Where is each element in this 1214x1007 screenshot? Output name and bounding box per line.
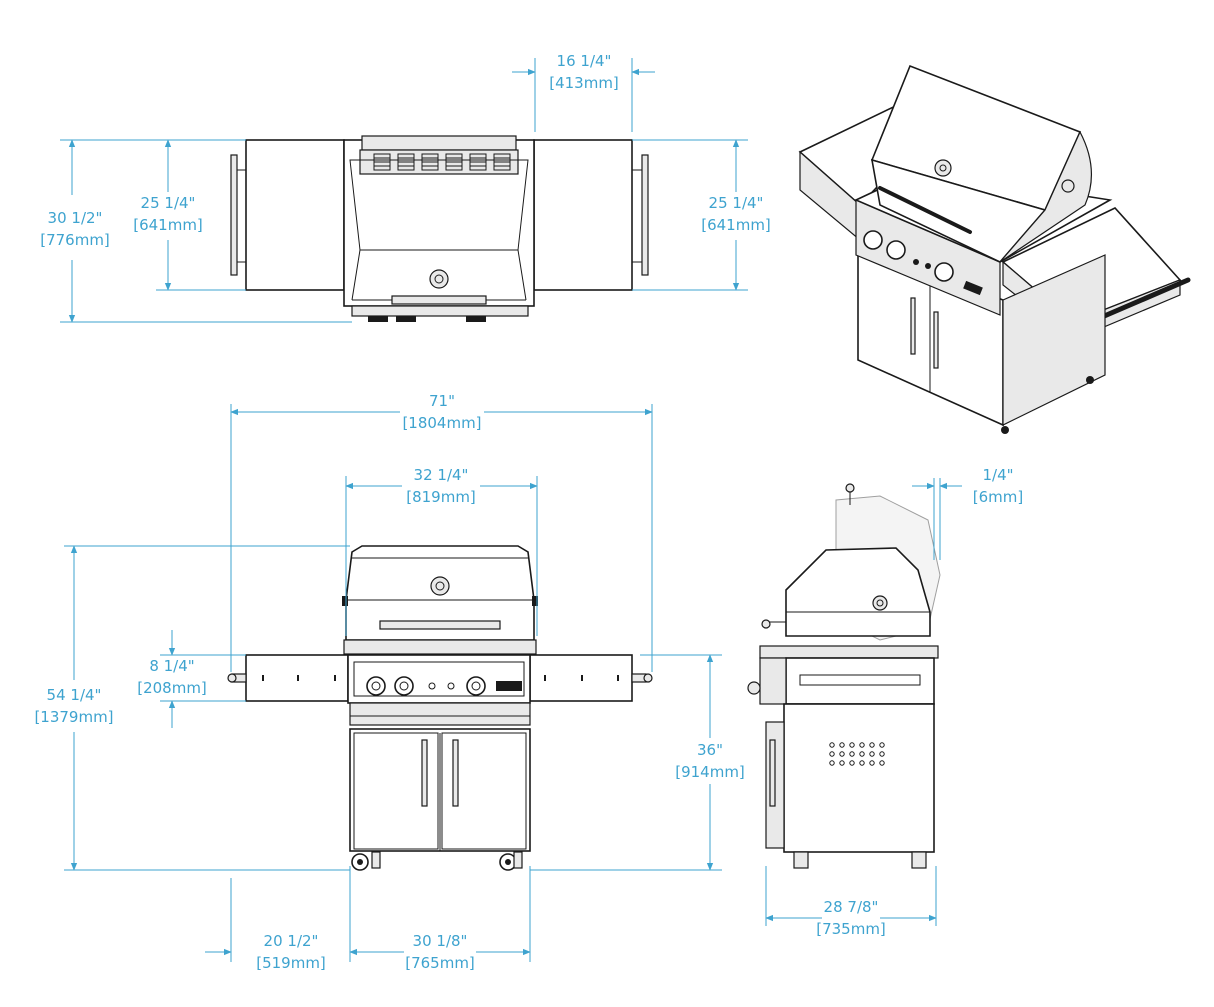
overall-width-metric: [1804mm] (402, 414, 481, 432)
overall-width-imperial: 71" (429, 392, 455, 410)
counter-height-imperial: 36" (697, 741, 723, 759)
front-hood-handle (379, 620, 501, 630)
shelf-width-imperial: 20 1/2" (264, 932, 319, 950)
top-right-shelf (533, 139, 633, 291)
cart-width-imperial: 30 1/8" (413, 932, 468, 950)
overall-height-imperial: 54 1/4" (47, 686, 102, 704)
cart-depth-imperial: 28 7/8" (824, 898, 879, 916)
counter-height-metric: [914mm] (675, 763, 745, 781)
side-door-handle (769, 739, 776, 807)
isometric-view (798, 64, 1191, 434)
cart-depth-metric: [735mm] (816, 920, 886, 938)
panel-height-metric: [208mm] (137, 679, 207, 697)
iso-knob-3-icon (934, 262, 954, 282)
overall-height-metric: [1379mm] (34, 708, 113, 726)
front-left-door-handle (421, 739, 428, 807)
overall-depth-metric: [776mm] (40, 231, 110, 249)
hood-clearance-imperial: 1/4" (982, 466, 1013, 484)
front-knob-2-icon (394, 676, 414, 696)
left-shelf-depth-imperial: 25 1/4" (141, 194, 196, 212)
side-cart (783, 703, 935, 853)
opening-width-imperial: 16 1/4" (557, 52, 612, 70)
top-view: 16 1/4" [413mm] 30 1/2" [776mm] 25 1/4" … (40, 52, 771, 323)
shelf-width-metric: [519mm] (256, 954, 326, 972)
overall-depth-imperial: 30 1/2" (48, 209, 103, 227)
top-thermometer-icon (429, 269, 449, 289)
right-shelf-depth-imperial: 25 1/4" (709, 194, 764, 212)
right-shelf-depth-metric: [641mm] (701, 216, 771, 234)
top-hood-handle (391, 295, 487, 305)
top-left-handle (230, 154, 238, 276)
hood-width-metric: [819mm] (406, 488, 476, 506)
iso-thermometer-icon (934, 159, 952, 177)
top-right-handle (641, 154, 649, 276)
front-right-door-handle (452, 739, 459, 807)
iso-knob-2-icon (886, 240, 906, 260)
front-knob-3-icon (466, 676, 486, 696)
hood-clearance-metric: [6mm] (973, 488, 1023, 506)
hood-width-imperial: 32 1/4" (414, 466, 469, 484)
side-hood (785, 547, 931, 637)
front-knob-1-icon (366, 676, 386, 696)
front-thermometer-icon (430, 576, 450, 596)
front-view: 71" [1804mm] 32 1/4" [819mm] 54 1/4" [13… (34, 392, 744, 972)
side-vent-holes (829, 742, 885, 766)
front-badge (496, 681, 522, 691)
iso-knob-1-icon (863, 230, 883, 250)
panel-height-imperial: 8 1/4" (149, 657, 194, 675)
side-view: 1/4" [6mm] 28 7/8" [735mm] (747, 466, 1023, 938)
side-knob-icon (747, 681, 761, 695)
opening-width-metric: [413mm] (549, 74, 619, 92)
cart-width-metric: [765mm] (405, 954, 475, 972)
top-left-shelf (245, 139, 345, 291)
left-shelf-depth-metric: [641mm] (133, 216, 203, 234)
